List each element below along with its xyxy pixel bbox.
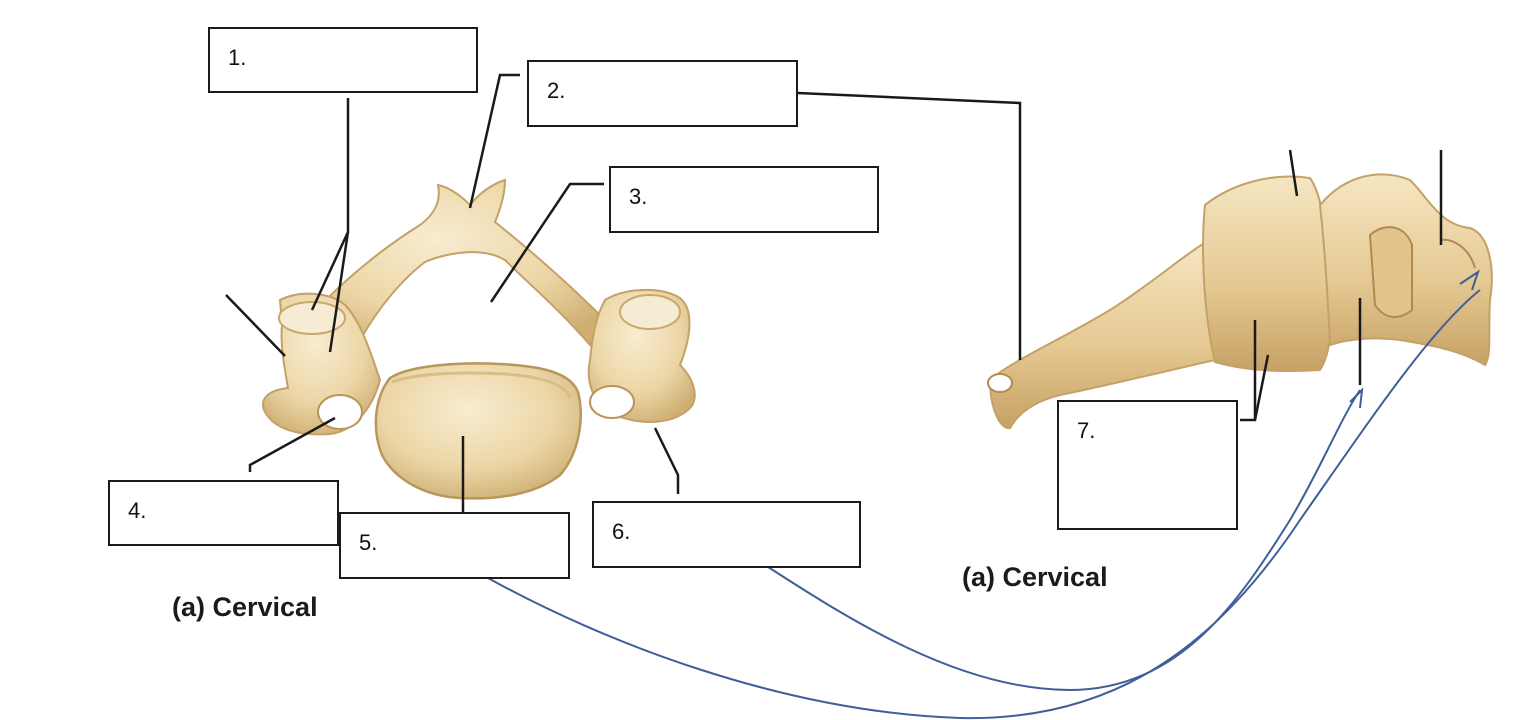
right-transverse-foramen xyxy=(589,385,635,419)
leader-lateral-top-a xyxy=(1288,149,1299,197)
superior-view-vertebra xyxy=(262,178,696,500)
label-number-6: 6. xyxy=(612,519,631,544)
label-box-7[interactable]: 7. xyxy=(1057,400,1238,530)
label-number-1: 1. xyxy=(228,45,247,70)
label-number-7: 7. xyxy=(1077,418,1096,443)
leader-1 xyxy=(310,98,350,311)
leader-lines xyxy=(225,73,1443,512)
leader-4 xyxy=(248,416,336,472)
label-box-1[interactable]: 1. xyxy=(208,27,478,93)
curve-from-5 xyxy=(487,289,1481,720)
articular-facet-groove xyxy=(1368,226,1413,318)
vertebral-arch xyxy=(298,178,607,352)
label-box-6[interactable]: 6. xyxy=(592,501,861,568)
leader-1b xyxy=(328,231,350,353)
caption-lateral-view: (a) Cervical xyxy=(962,562,1108,592)
vertebral-body-rim xyxy=(391,371,572,399)
label-number-3: 3. xyxy=(629,184,648,209)
curve-from-6 xyxy=(764,389,1361,692)
label-box-2[interactable]: 2. xyxy=(527,60,798,127)
leader-6 xyxy=(653,427,680,494)
spinous-process-lateral xyxy=(988,238,1217,430)
leader-3 xyxy=(489,182,604,303)
vertebral-body xyxy=(374,362,582,500)
lateral-view-vertebra xyxy=(987,173,1493,430)
right-superior-facet xyxy=(619,294,681,330)
label-number-5: 5. xyxy=(359,530,378,555)
body-edge-lateral xyxy=(1439,238,1476,269)
leader-2-lateral xyxy=(797,91,1022,360)
caption-superior-view: (a) Cervical xyxy=(172,592,318,622)
left-superior-facet xyxy=(278,301,346,335)
arrowhead-right xyxy=(1459,269,1480,291)
label-number-4: 4. xyxy=(128,498,147,523)
label-number-2: 2. xyxy=(547,78,566,103)
leader-2 xyxy=(468,73,520,209)
annotation-curves xyxy=(487,269,1481,720)
label-box-3[interactable]: 3. xyxy=(609,166,879,233)
spinous-tip xyxy=(987,373,1013,393)
arrowhead-mid xyxy=(1349,387,1364,409)
leader-left-side xyxy=(225,294,286,357)
label-box-4[interactable]: 4. xyxy=(108,480,339,546)
lamina-block-lateral xyxy=(1202,175,1333,373)
label-box-5[interactable]: 5. xyxy=(339,512,570,579)
